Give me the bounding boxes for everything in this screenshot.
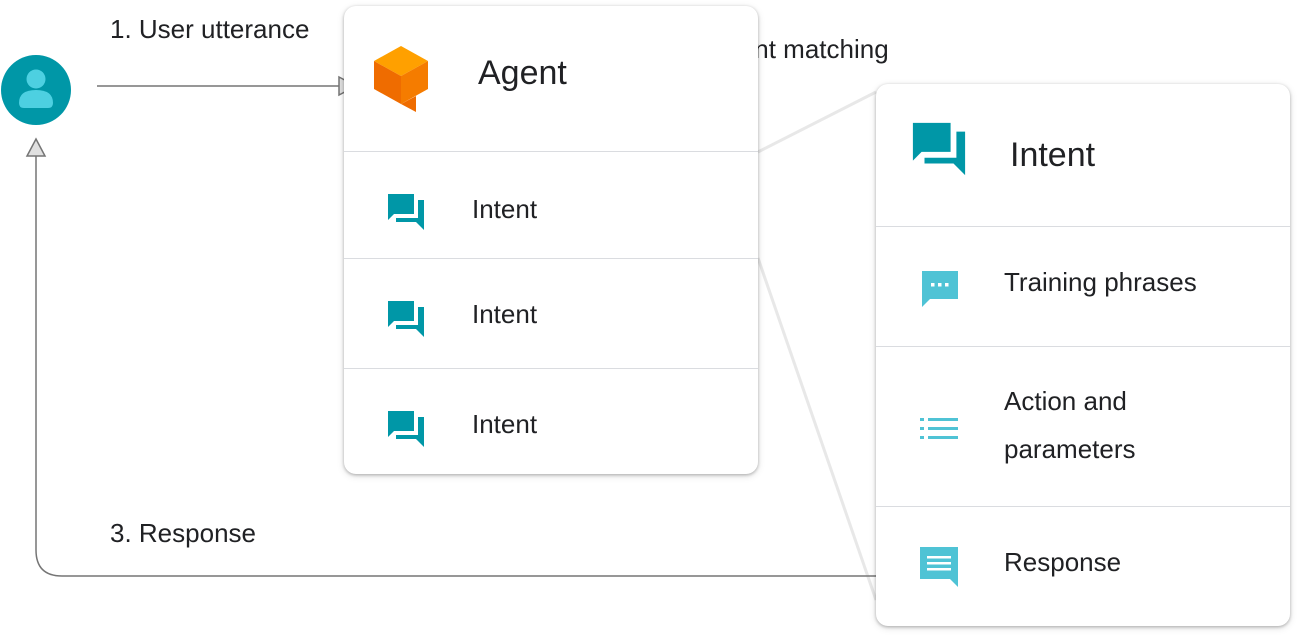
user-avatar [0, 54, 72, 126]
zoom-line-bottom [756, 257, 878, 601]
agent-intent-label: Intent [472, 409, 538, 439]
chat-dots-icon [922, 271, 958, 307]
response-arrow-line [35, 156, 876, 577]
action-parameters-line1: Action and [1004, 386, 1127, 416]
training-phrases-row[interactable]: Training phrases [876, 227, 1290, 346]
response-arrowhead [25, 137, 47, 157]
response-row[interactable]: Response [876, 507, 1290, 626]
divider [876, 346, 1290, 347]
intent-detail-title: Intent [1010, 136, 1096, 174]
agent-intent-label: Intent [472, 194, 538, 224]
action-parameters-label: Action and parameters [1004, 377, 1136, 473]
divider [876, 506, 1290, 507]
intent-detail-card: Intent Training phrases Action and param… [876, 84, 1290, 626]
step-response-label: 3. Response [110, 518, 256, 548]
agent-header: Agent [344, 6, 758, 151]
agent-intent-label: Intent [472, 299, 538, 329]
user-icon [1, 55, 71, 125]
intent-detail-header: Intent [876, 84, 1290, 226]
divider [344, 368, 758, 369]
intent-chat-icon [912, 122, 966, 176]
list-icon [920, 418, 958, 439]
action-parameters-line2: parameters [1004, 434, 1136, 464]
agent-cube-icon [374, 46, 428, 112]
divider [344, 258, 758, 259]
step-user-utterance-label: 1. User utterance [110, 14, 310, 44]
divider [876, 226, 1290, 227]
zoom-line-top [757, 90, 877, 154]
response-label: Response [1004, 547, 1122, 577]
message-lines-icon [920, 547, 958, 587]
training-phrases-label: Training phrases [1004, 267, 1197, 297]
agent-card: Agent Intent Intent Intent [344, 6, 758, 474]
agent-title: Agent [478, 54, 567, 92]
agent-intent-row[interactable]: Intent [344, 259, 758, 369]
divider [344, 151, 758, 152]
action-parameters-row[interactable]: Action and parameters [876, 347, 1290, 506]
intent-chat-icon [388, 301, 424, 337]
intent-chat-icon [388, 194, 424, 230]
intent-chat-icon [388, 411, 424, 447]
agent-intent-row[interactable]: Intent [344, 152, 758, 258]
agent-intent-row[interactable]: Intent [344, 369, 758, 474]
